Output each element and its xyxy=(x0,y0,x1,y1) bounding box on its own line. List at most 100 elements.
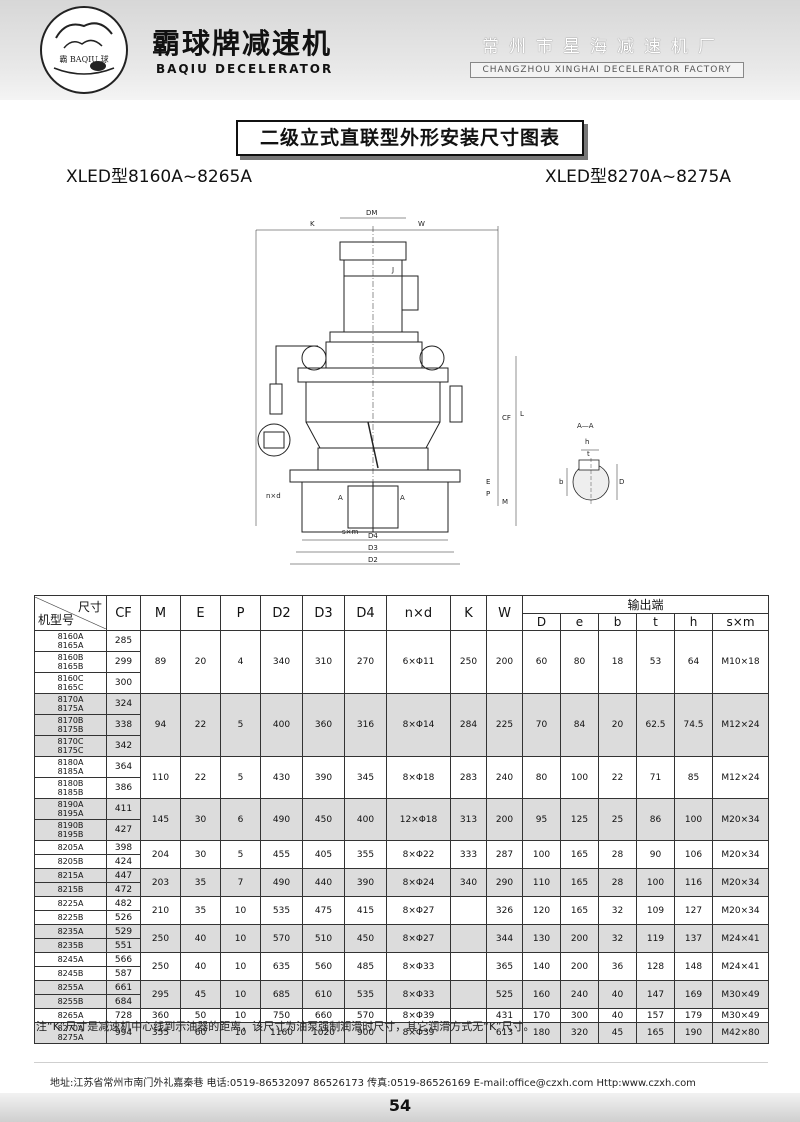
value-cell-d3: 610 xyxy=(302,980,345,1009)
cf-cell: 566 xyxy=(106,952,141,967)
model-number: 8265A xyxy=(57,1011,84,1020)
value-cell-e: 22 xyxy=(180,693,221,757)
value-cell-w: 613 xyxy=(486,1022,523,1044)
value-cell-p: 5 xyxy=(220,756,261,799)
value-cell-sm: M30×49 xyxy=(711,1008,770,1023)
shaft-section-drawing: A—A h b t D xyxy=(559,422,624,506)
model-number: 8245B xyxy=(57,969,84,978)
col-header: n×d xyxy=(386,595,451,631)
value-cell-t: 147 xyxy=(636,980,675,1009)
cf-cell: 587 xyxy=(106,966,141,981)
col-header: K xyxy=(450,595,487,631)
col-header: E xyxy=(180,595,221,631)
value-cell-d3: 450 xyxy=(302,798,345,841)
value-cell-p: 10 xyxy=(220,896,261,925)
value-cell-d2: 430 xyxy=(260,756,303,799)
value-cell-d3: 405 xyxy=(302,840,345,869)
value-cell-t: 62.5 xyxy=(636,693,675,757)
model-number: 8165C xyxy=(57,683,84,692)
value-cell-m: 89 xyxy=(140,630,181,694)
page-footer-bar xyxy=(0,1093,800,1122)
value-cell-k xyxy=(450,924,487,953)
col-header: M xyxy=(140,595,181,631)
value-cell-k: 283 xyxy=(450,756,487,799)
value-cell-d2: 490 xyxy=(260,868,303,897)
dim-label-cf: CF xyxy=(502,414,511,422)
value-cell-t: 165 xyxy=(636,1022,675,1044)
page-number: 54 xyxy=(388,1096,412,1115)
model-number: 8215A xyxy=(57,871,84,880)
footer-divider xyxy=(34,1062,768,1063)
value-cell-t: 100 xyxy=(636,868,675,897)
value-cell-p: 10 xyxy=(220,1022,261,1044)
value-cell-m: 355 xyxy=(140,1022,181,1044)
value-cell-e: 320 xyxy=(560,1022,599,1044)
dim-label-d4: D4 xyxy=(368,532,378,540)
value-cell-m: 250 xyxy=(140,924,181,953)
value-cell-w: 365 xyxy=(486,952,523,981)
cf-cell: 427 xyxy=(106,819,141,841)
col-header: D3 xyxy=(302,595,345,631)
value-cell-d: 60 xyxy=(522,630,561,694)
value-cell-t: 119 xyxy=(636,924,675,953)
section-label-b: b xyxy=(559,478,564,486)
table-corner-header: 尺寸 机型号 xyxy=(34,595,107,631)
dim-label-d2: D2 xyxy=(368,556,378,564)
value-cell-k: 313 xyxy=(450,798,487,841)
value-cell-nd: 8×Φ24 xyxy=(386,868,451,897)
output-col-header: s×m xyxy=(711,613,770,631)
value-cell-k xyxy=(450,896,487,925)
dim-label-a-right: A xyxy=(400,494,405,502)
value-cell-e: 80 xyxy=(560,630,599,694)
factory-name-cn: 常州市星海减速机厂 xyxy=(482,37,725,57)
contact-address: 地址:江苏省常州市南门外礼嘉秦巷 电话:0519-86532097 865261… xyxy=(50,1078,696,1089)
value-cell-d: 70 xyxy=(522,693,561,757)
value-cell-nd: 8×Φ33 xyxy=(386,952,451,981)
value-cell-w: 344 xyxy=(486,924,523,953)
dimension-table: 尺寸 机型号 CF M E P D2 D3 D4 n×d K W 输出端 D e… xyxy=(34,595,770,1044)
model-cell: 8235A xyxy=(34,924,107,939)
value-cell-w: 240 xyxy=(486,756,523,799)
value-cell-e: 60 xyxy=(180,1022,221,1044)
model-number: 8255A xyxy=(57,983,84,992)
output-col-header: e xyxy=(560,613,599,631)
value-cell-w: 225 xyxy=(486,693,523,757)
model-number: 8160B xyxy=(57,653,84,662)
value-cell-e: 165 xyxy=(560,896,599,925)
value-cell-h: 137 xyxy=(674,924,713,953)
reducer-outline-drawing: K DM W J CF L n×d A A s×m P E M D4 D3 D2 xyxy=(255,209,524,565)
value-cell-e: 200 xyxy=(560,952,599,981)
value-cell-k: 284 xyxy=(450,693,487,757)
value-cell-p: 7 xyxy=(220,868,261,897)
cf-cell: 529 xyxy=(106,924,141,939)
value-cell-p: 10 xyxy=(220,980,261,1009)
cf-cell: 398 xyxy=(106,840,141,855)
value-cell-h: 127 xyxy=(674,896,713,925)
corner-label-dimension: 尺寸 xyxy=(77,600,102,614)
value-cell-d: 120 xyxy=(522,896,561,925)
value-cell-h: 169 xyxy=(674,980,713,1009)
value-cell-e: 40 xyxy=(180,924,221,953)
value-cell-nd: 8×Φ22 xyxy=(386,840,451,869)
value-cell-d2: 685 xyxy=(260,980,303,1009)
model-number: 8185A xyxy=(57,767,84,776)
model-cell: 8245A xyxy=(34,952,107,967)
value-cell-m: 295 xyxy=(140,980,181,1009)
value-cell-nd: 8×Φ27 xyxy=(386,924,451,953)
value-cell-d2: 1160 xyxy=(260,1022,303,1044)
value-cell-d3: 360 xyxy=(302,693,345,757)
value-cell-k: 333 xyxy=(450,840,487,869)
brand-name-cn: 霸球牌减速机 xyxy=(152,27,333,60)
value-cell-d3: 1020 xyxy=(302,1022,345,1044)
cf-cell: 285 xyxy=(106,630,141,652)
value-cell-m: 203 xyxy=(140,868,181,897)
cf-cell: 411 xyxy=(106,798,141,820)
value-cell-d3: 440 xyxy=(302,868,345,897)
